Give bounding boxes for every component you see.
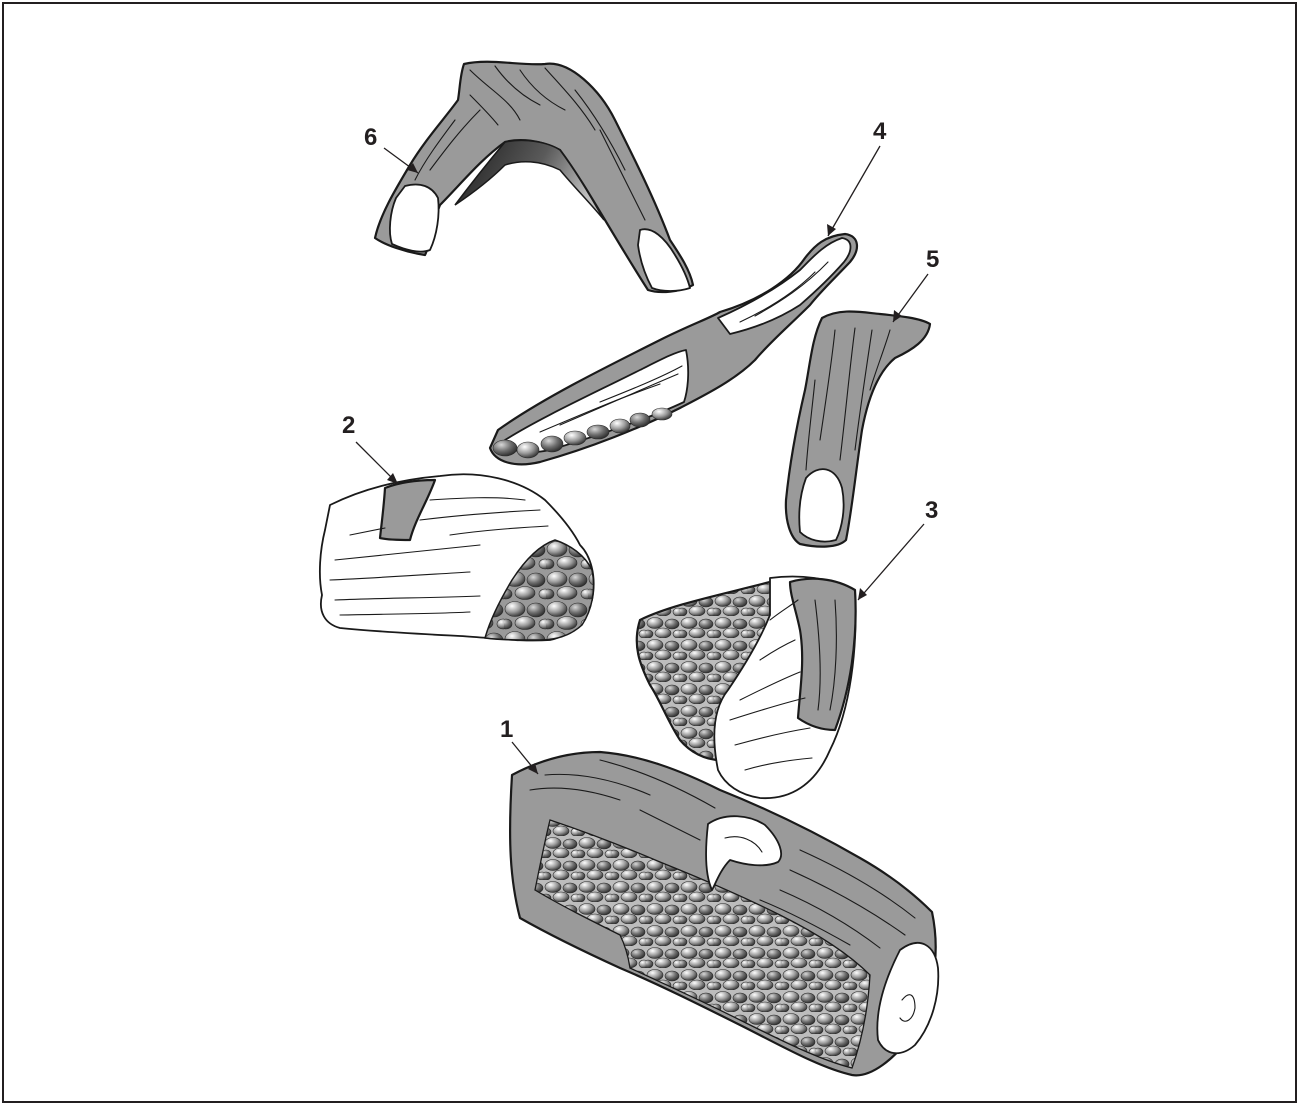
callout-4: 4 bbox=[873, 118, 887, 145]
log-3 bbox=[637, 577, 856, 799]
callout-3: 3 bbox=[925, 497, 938, 524]
leader-3 bbox=[858, 524, 924, 600]
callout-1: 1 bbox=[500, 716, 513, 743]
callout-6: 6 bbox=[364, 124, 377, 151]
log-5 bbox=[786, 312, 930, 547]
log-1 bbox=[510, 752, 938, 1075]
log-6 bbox=[375, 62, 693, 292]
leader-4 bbox=[828, 146, 880, 236]
log-2 bbox=[320, 474, 594, 640]
callout-2: 2 bbox=[342, 412, 355, 439]
callout-5: 5 bbox=[926, 246, 939, 273]
